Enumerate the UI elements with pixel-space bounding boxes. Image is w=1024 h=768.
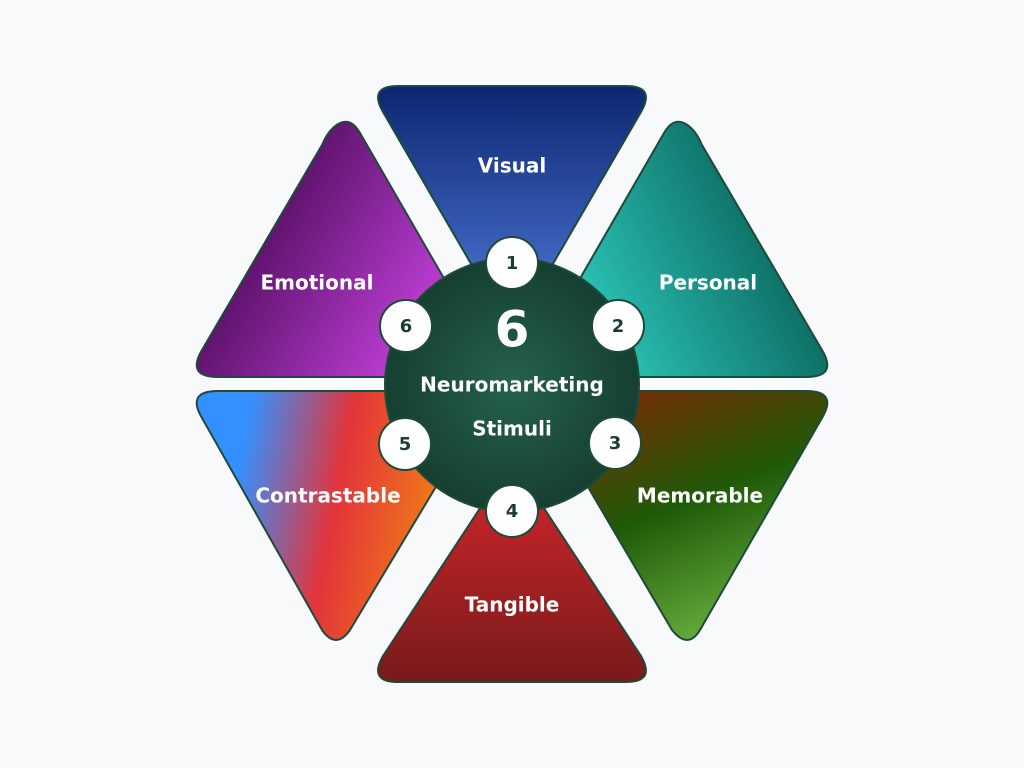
center-hub: 6 Neuromarketing Stimuli bbox=[384, 257, 640, 513]
badge-3[interactable]: 3 bbox=[588, 416, 642, 470]
segments bbox=[195, 85, 829, 683]
segment-tangible[interactable] bbox=[377, 489, 647, 683]
badge-number: 2 bbox=[612, 316, 625, 337]
badge-1[interactable]: 1 bbox=[485, 236, 539, 290]
segment-label-contrastable: Contrastable bbox=[255, 484, 400, 508]
center-title-line2: Stimuli bbox=[472, 417, 552, 441]
segment-label-emotional: Emotional bbox=[261, 271, 374, 295]
number-badges: 1 2 3 4 5 6 bbox=[378, 236, 645, 538]
badge-6[interactable]: 6 bbox=[379, 299, 433, 353]
segment-label-memorable: Memorable bbox=[637, 484, 763, 508]
center-title-line1: Neuromarketing bbox=[420, 373, 604, 397]
badge-number: 3 bbox=[609, 433, 622, 454]
badge-number: 5 bbox=[399, 434, 412, 455]
segment-labels: Visual Personal Memorable Tangible Contr… bbox=[255, 154, 763, 617]
badge-number: 1 bbox=[506, 253, 519, 274]
segment-label-tangible: Tangible bbox=[465, 593, 560, 617]
segment-label-personal: Personal bbox=[659, 271, 757, 295]
badge-number: 6 bbox=[400, 316, 413, 337]
badge-2[interactable]: 2 bbox=[591, 299, 645, 353]
badge-number: 4 bbox=[506, 501, 519, 522]
segment-memorable[interactable] bbox=[576, 390, 829, 641]
segment-label-visual: Visual bbox=[478, 154, 546, 178]
center-number: 6 bbox=[495, 301, 530, 359]
badge-4[interactable]: 4 bbox=[485, 484, 539, 538]
badge-5[interactable]: 5 bbox=[378, 417, 432, 471]
